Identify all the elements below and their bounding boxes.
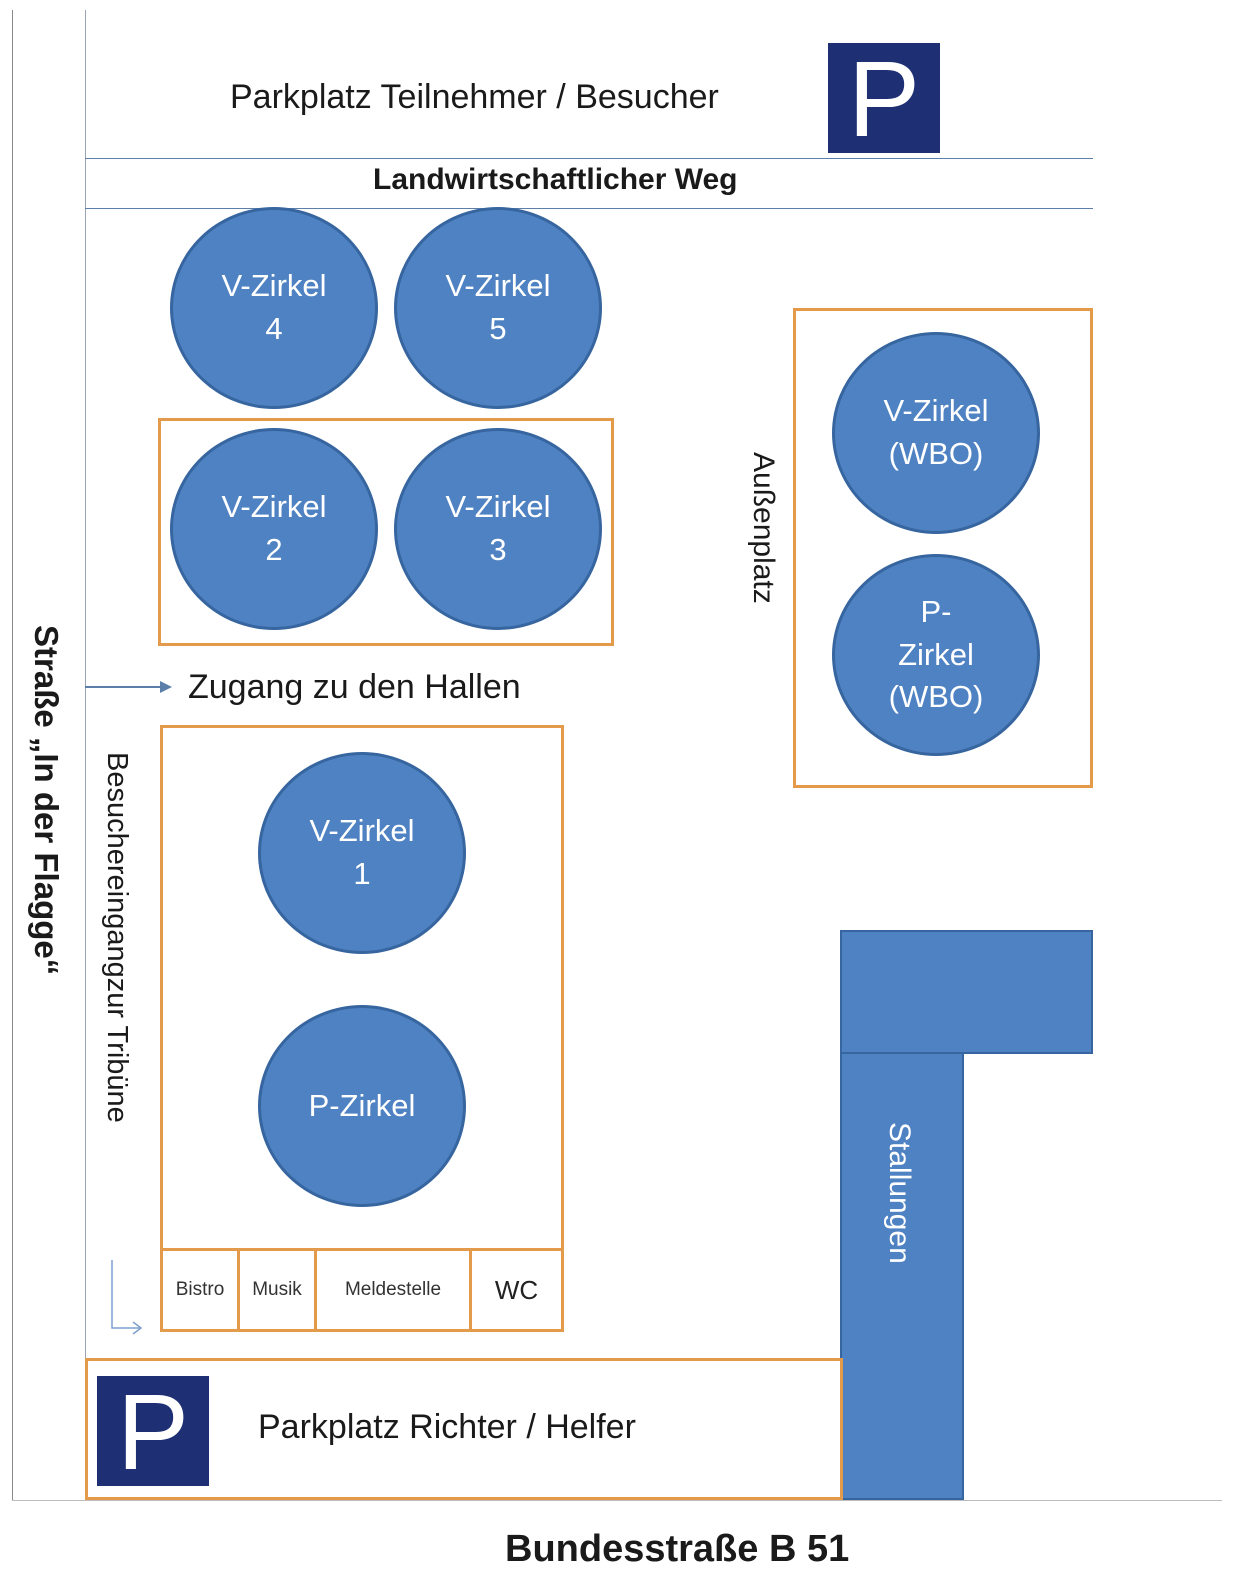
parking-icon: P <box>116 1370 190 1492</box>
federal-road-label: Bundesstraße B 51 <box>505 1528 850 1570</box>
west-road-edge <box>12 10 13 1500</box>
facilities-divider <box>160 1248 564 1251</box>
south-road-line <box>12 1500 1222 1501</box>
outdoor-area-box <box>793 308 1093 788</box>
facility-wc: WC <box>494 1274 539 1305</box>
facility-musik: Musik <box>240 1250 317 1330</box>
stables-fill-join <box>842 932 962 1052</box>
visitor-parking-sign: P <box>828 38 940 159</box>
tribune-entrance-label: Besuchereingangzur Tribüne <box>101 752 133 1123</box>
outdoor-area-label: Außenplatz <box>747 452 780 604</box>
hall-access-label: Zugang zu den Hallen <box>188 668 521 706</box>
stables-label: Stallungen <box>883 1122 916 1264</box>
facility-bistro: Bistro <box>163 1250 240 1330</box>
farm-path-top-line <box>85 158 1093 159</box>
ring-p-wbo: P-Zirkel(WBO) <box>832 554 1040 756</box>
farm-path-label: Landwirtschaftlicher Weg <box>373 163 738 196</box>
facility-meldestelle: Meldestelle <box>317 1250 472 1330</box>
judges-parking-label: Parkplatz Richter / Helfer <box>258 1408 636 1446</box>
farm-path-bottom-line <box>85 208 1093 209</box>
judges-parking-box <box>85 1358 843 1500</box>
main-hall-box <box>160 725 564 1332</box>
parking-icon: P <box>847 37 921 159</box>
judges-parking-sign: P <box>97 1371 209 1492</box>
access-arrow-head <box>160 681 172 693</box>
west-road-label: Straße „In der Flagge“ <box>28 625 65 976</box>
ring-p: P-Zirkel <box>258 1005 466 1207</box>
rings-2-3-area <box>158 418 614 646</box>
ring-v-wbo: V-Zirkel(WBO) <box>832 332 1040 534</box>
visitor-parking-label: Parkplatz Teilnehmer / Besucher <box>230 78 719 116</box>
tribune-arrow-head <box>132 1321 143 1335</box>
